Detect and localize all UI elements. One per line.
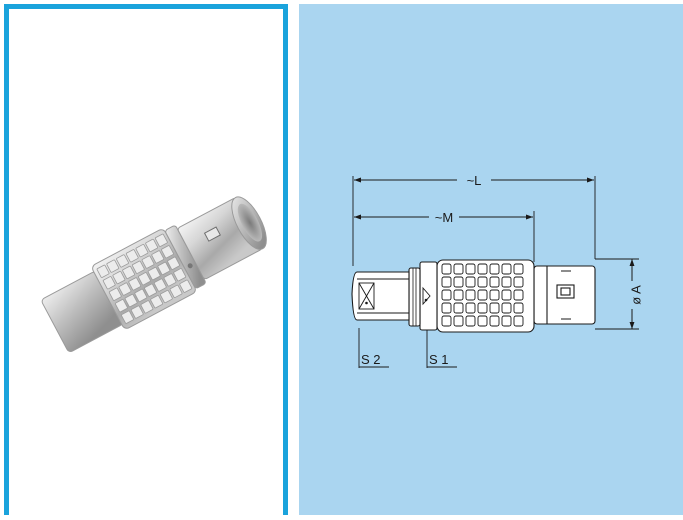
dimension-label-s2: S 2 <box>361 352 381 367</box>
dimension-label-l: ~L <box>467 173 482 188</box>
dimension-lines <box>354 177 635 368</box>
dimension-label-diameter: ø A <box>628 285 643 305</box>
dimension-label-s1: S 1 <box>429 352 449 367</box>
technical-drawing-panel: ~L ~M ø A S 2 S 1 <box>299 4 683 515</box>
product-photo-panel <box>4 4 288 515</box>
connector-outline <box>351 259 596 333</box>
connector-photo-icon <box>41 196 267 352</box>
dimension-label-m: ~M <box>435 210 453 225</box>
connector-dimension-drawing: ~L ~M ø A S 2 S 1 <box>351 173 643 368</box>
